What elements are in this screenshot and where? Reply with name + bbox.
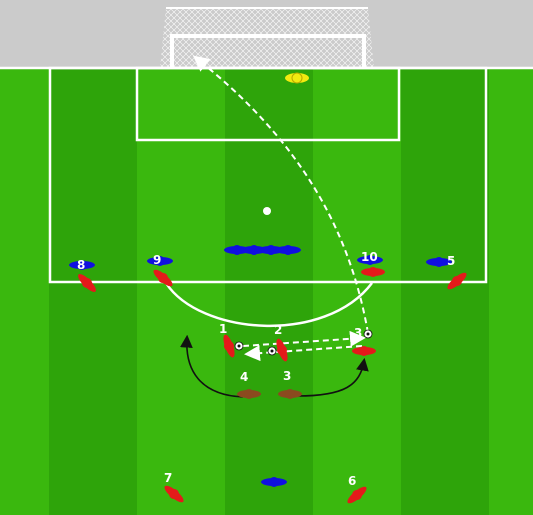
red-player-7: 7 [164, 471, 184, 503]
pitch-lines [0, 66, 533, 328]
defensive-wall [224, 245, 301, 255]
run-arrow-left [180, 334, 244, 398]
svg-text:8: 8 [77, 258, 85, 272]
player-icon [357, 255, 383, 265]
player-icon [347, 486, 367, 504]
goalkeeper [285, 72, 309, 84]
player-icon [278, 389, 302, 399]
svg-text:7: 7 [164, 471, 172, 485]
blue-player-10: 10 [357, 250, 383, 265]
brown-player-4: 4 [237, 370, 261, 399]
svg-text:10: 10 [361, 250, 378, 264]
blue-player-5: 5 [426, 254, 455, 268]
red-player-1: 1 [219, 322, 235, 358]
shot-path [192, 55, 369, 334]
red-attacker-right [447, 272, 467, 290]
red-attacker-inside-right [361, 267, 385, 277]
player-icon [147, 256, 173, 266]
blue-player-8: 8 [69, 258, 95, 272]
grass-stripes [0, 68, 533, 515]
goal-net-icon [160, 7, 374, 68]
svg-text:3: 3 [354, 326, 362, 340]
ball-icon [234, 341, 244, 351]
svg-text:3: 3 [283, 369, 291, 383]
player-icon [164, 485, 184, 503]
player-icon [426, 257, 452, 267]
red-player-6: 6 [347, 474, 367, 504]
pass-lines [192, 55, 369, 362]
red-attacker-inside-left [153, 269, 173, 287]
red-player-3: 3 [352, 326, 376, 356]
red-player-2: 2 [274, 323, 288, 362]
svg-text:2: 2 [274, 323, 282, 337]
ball-icon [363, 329, 373, 339]
brown-player-3: 3 [278, 369, 302, 399]
player-icon [275, 245, 301, 255]
penalty-spot [263, 207, 271, 215]
player-icon [237, 389, 261, 399]
ball-icon [267, 346, 277, 356]
svg-text:5: 5 [447, 254, 455, 268]
svg-text:4: 4 [240, 370, 248, 384]
red-attacker-left [78, 274, 96, 292]
svg-text:9: 9 [153, 253, 161, 267]
blue-player-bottom [261, 477, 287, 487]
svg-text:6: 6 [348, 474, 356, 488]
svg-text:1: 1 [219, 322, 227, 336]
player-icon [352, 346, 376, 356]
goal-area [135, 66, 401, 142]
pass-3-to-2 [244, 345, 363, 362]
player-icon [69, 260, 95, 270]
penalty-arc [164, 282, 373, 328]
player-icon [223, 334, 235, 358]
run-arrow-right [296, 357, 369, 397]
player-icon [276, 338, 288, 362]
blue-player-9: 9 [147, 253, 173, 267]
